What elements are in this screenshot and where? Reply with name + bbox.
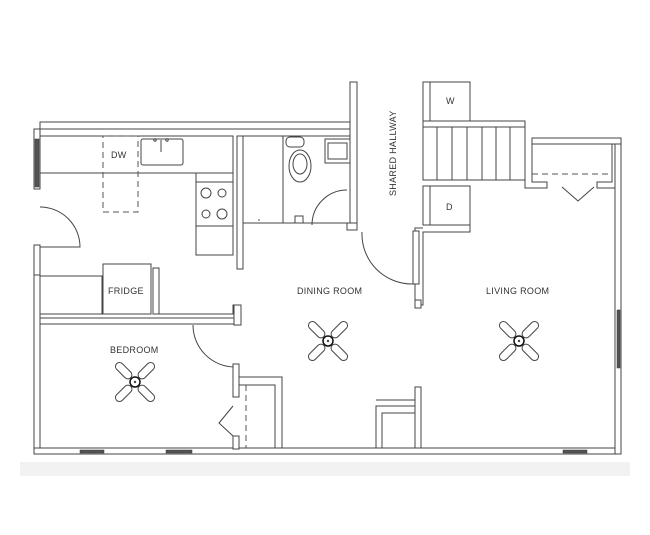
- hallway-door-swing: [361, 231, 414, 285]
- stove: [195, 181, 234, 227]
- fridge: [102, 263, 152, 315]
- entry-door-swing: [39, 206, 81, 248]
- bedroom-closet-door: [218, 405, 234, 437]
- living-room-label: LIVING ROOM: [486, 286, 549, 296]
- bath-door-swing: [311, 189, 348, 226]
- bedroom-label: BEDROOM: [110, 345, 159, 355]
- washer: [422, 81, 471, 123]
- window: [165, 449, 193, 454]
- bath-sink: [324, 138, 351, 164]
- bathroom: [236, 135, 358, 270]
- exterior-walls: [33, 81, 622, 455]
- shared-hallway-label: SHARED HALLWAY: [388, 110, 398, 196]
- ground-shadow: [20, 462, 630, 476]
- window: [79, 449, 105, 454]
- interior-walls: [39, 299, 422, 450]
- ceiling-fan-icon: [307, 320, 349, 362]
- window: [34, 138, 40, 188]
- washer-label: W: [446, 96, 455, 106]
- dining-room-label: DINING ROOM: [297, 286, 362, 296]
- stairs-block: [361, 81, 526, 306]
- living-closet: [524, 143, 615, 202]
- fridge-label: FRIDGE: [108, 286, 144, 296]
- stairs: [422, 120, 526, 181]
- kitchen-sink: [140, 138, 184, 166]
- window: [616, 309, 621, 369]
- dryer: [422, 185, 471, 226]
- toilet-bowl: [288, 149, 312, 183]
- dishwasher-outline: [102, 135, 139, 213]
- dishwasher-label: DW: [111, 150, 127, 160]
- bedroom-door-swing: [192, 324, 236, 368]
- ceiling-fan-icon: [114, 361, 156, 403]
- window: [562, 449, 588, 454]
- dryer-label: D: [446, 202, 453, 212]
- kitchen: [33, 135, 241, 322]
- toilet-tank: [285, 136, 305, 148]
- ceiling-fan-icon: [498, 320, 540, 362]
